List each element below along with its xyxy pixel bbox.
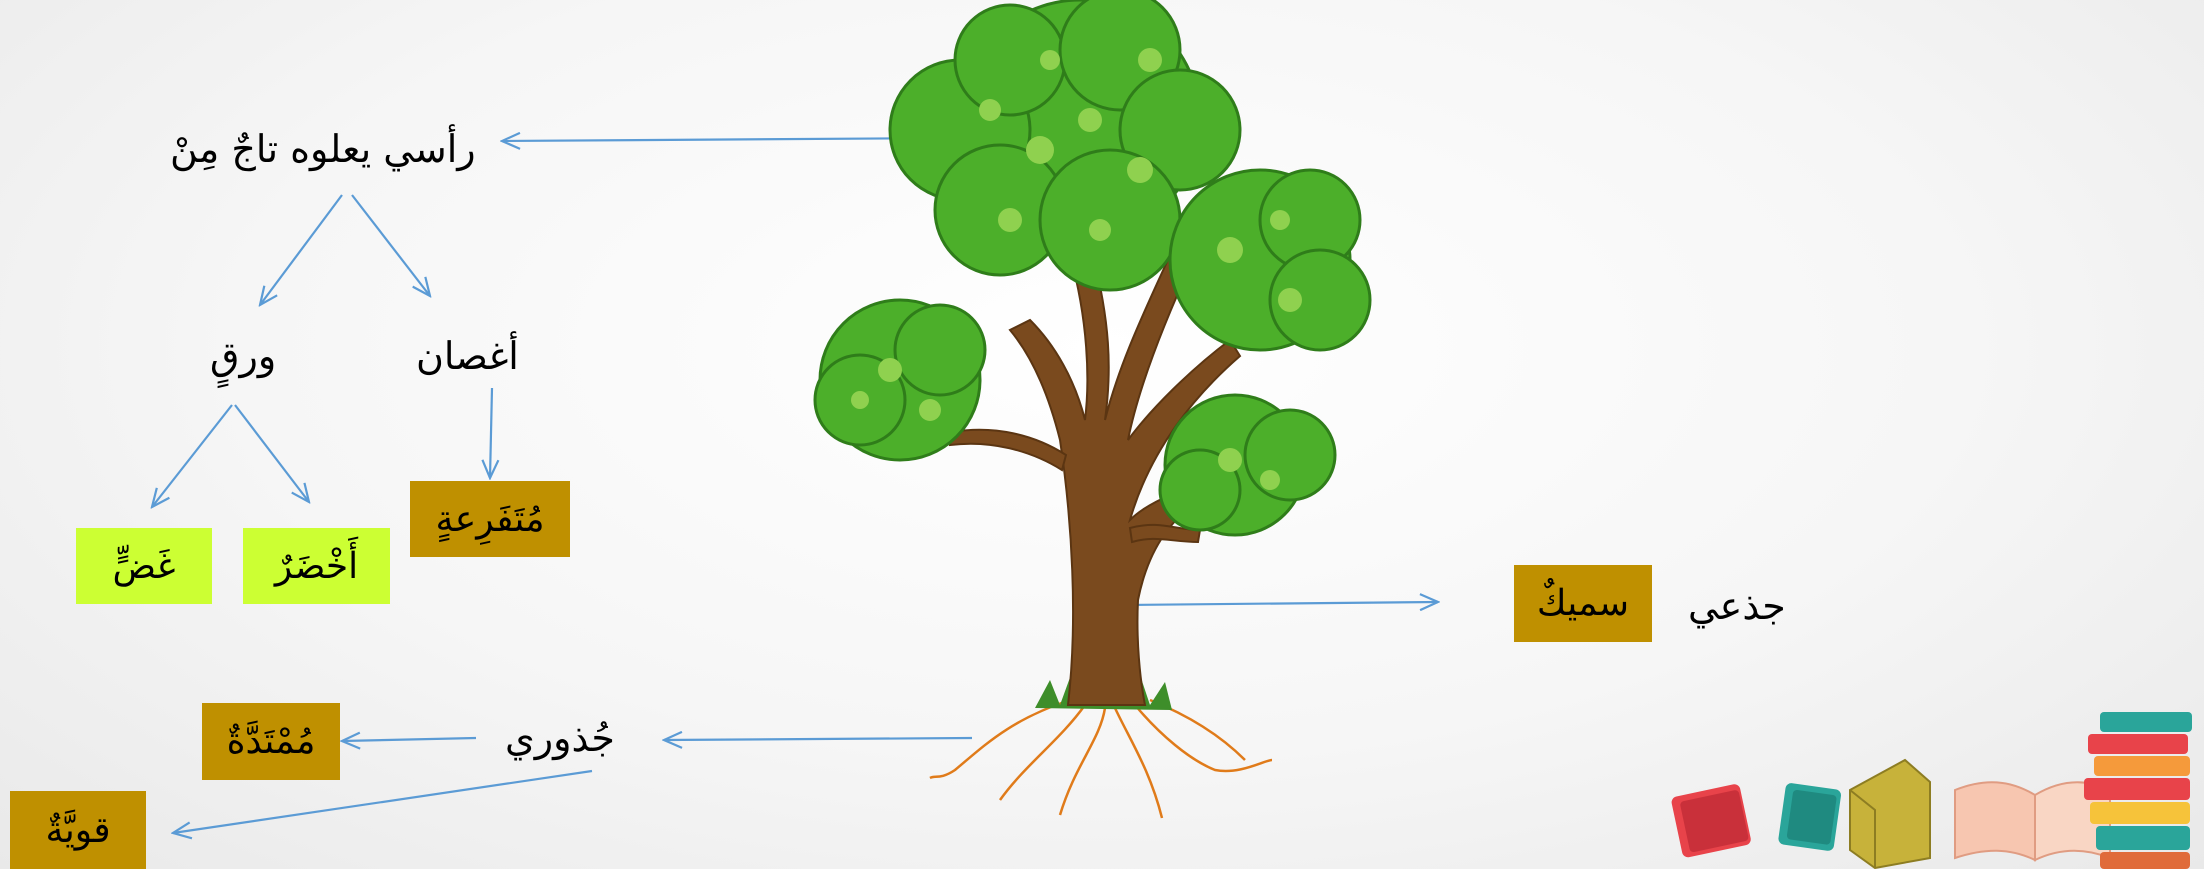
stacked-books-icon: [2084, 712, 2192, 869]
olive-book-icon: [1850, 760, 1930, 868]
red-book-icon: [1671, 783, 1752, 858]
teal-book-icon: [1778, 782, 1842, 851]
